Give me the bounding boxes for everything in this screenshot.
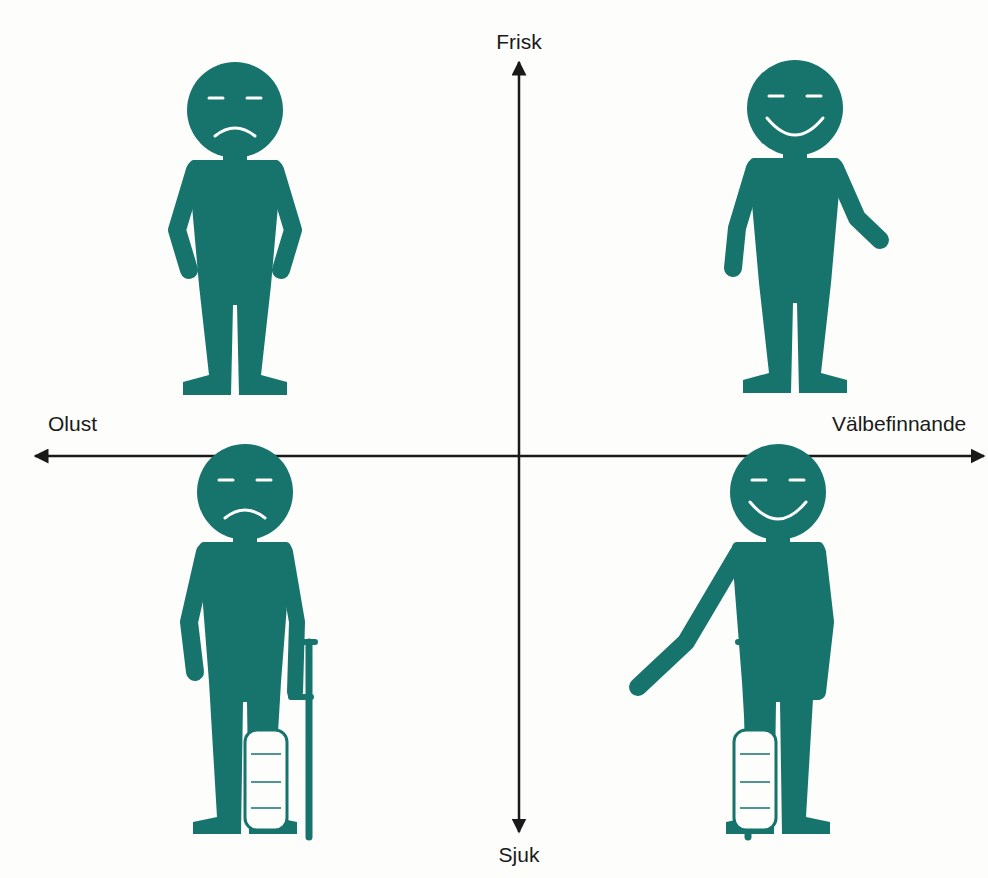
happy-healthy-figure: [733, 60, 880, 393]
axis-label-left: Olust: [48, 412, 97, 436]
horizontal-axis: [35, 455, 984, 458]
axis-label-bottom: Sjuk: [499, 843, 540, 867]
sad-ill-figure: [189, 444, 315, 837]
axis-label-top: Frisk: [496, 30, 542, 54]
sad-healthy-figure: [177, 62, 293, 395]
happy-ill-figure: [638, 444, 830, 837]
vertical-axis: [518, 62, 521, 832]
axis-label-right: Välbefinnande: [832, 412, 966, 436]
